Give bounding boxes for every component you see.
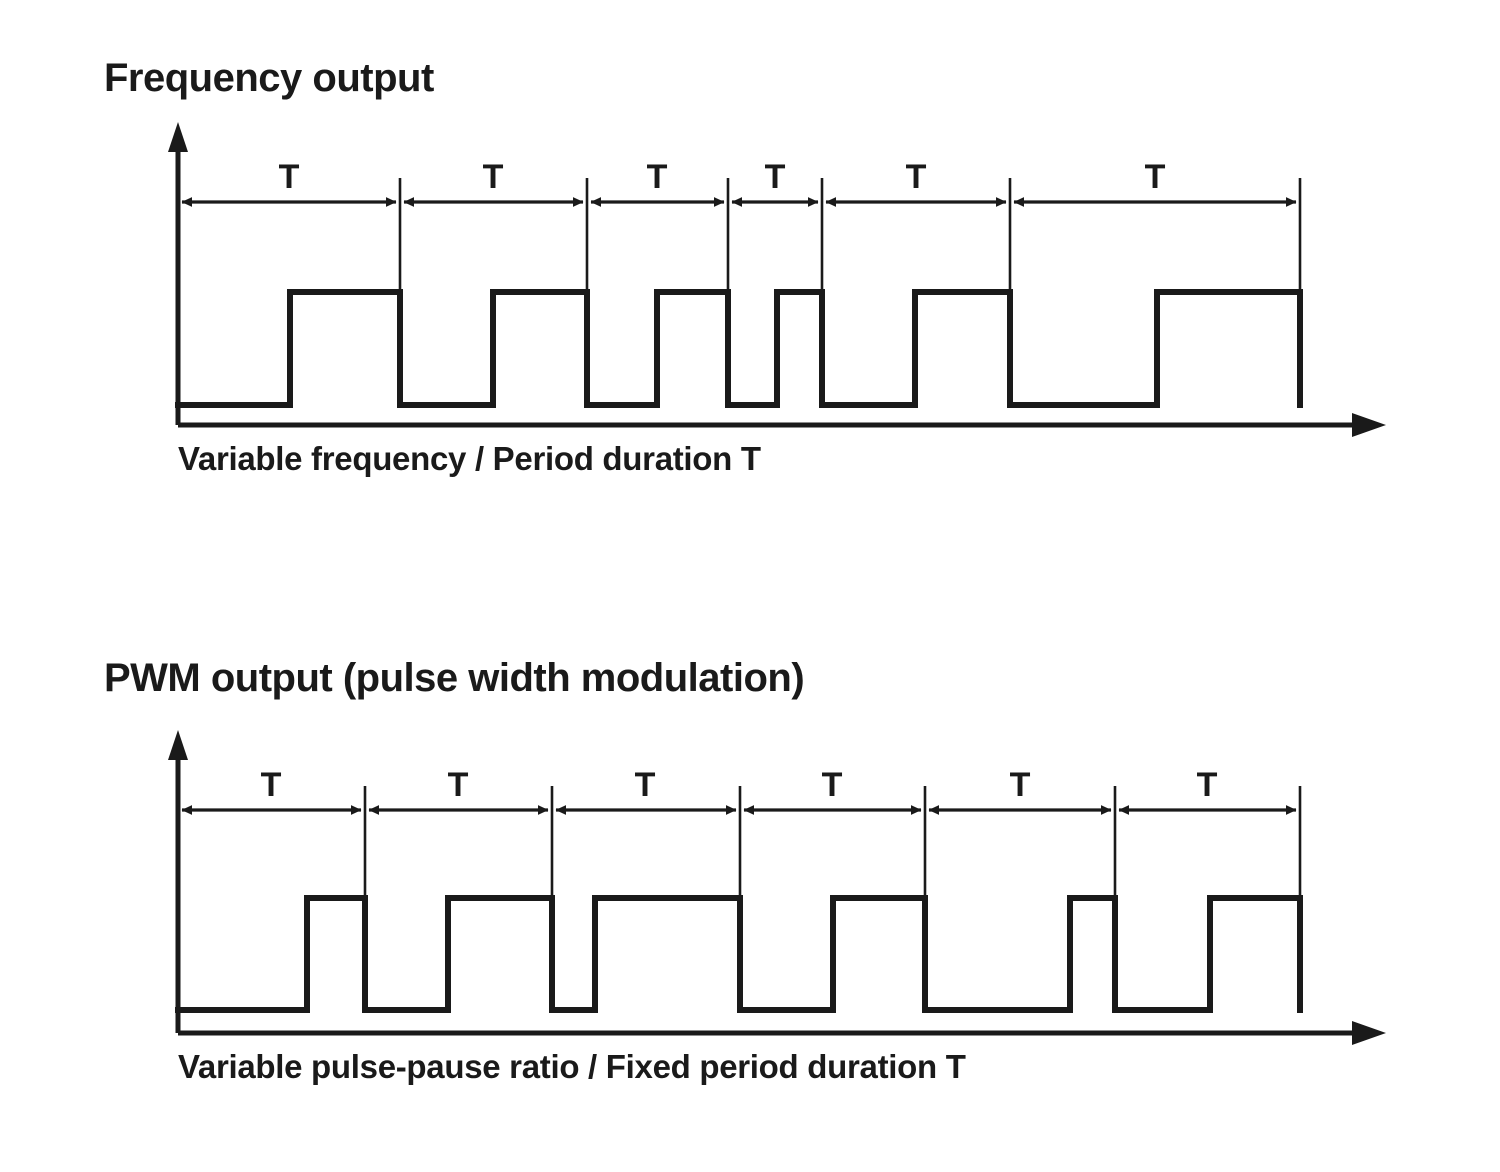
pwm-x-axis bbox=[178, 1021, 1386, 1045]
frequency-y-axis bbox=[168, 122, 188, 425]
period-label-t: T bbox=[261, 766, 282, 804]
period-label-t: T bbox=[1010, 766, 1031, 804]
period-label-t: T bbox=[1145, 158, 1166, 196]
frequency-waveform-trace bbox=[175, 289, 1303, 408]
period-label-t: T bbox=[906, 158, 927, 196]
period-label-t: T bbox=[635, 766, 656, 804]
pwm-output-plot-canvas: T T T T T T bbox=[168, 730, 1386, 1045]
x-axis-arrow-icon bbox=[1352, 413, 1386, 437]
frequency-panel-title: Frequency output bbox=[104, 56, 434, 100]
period-label-t: T bbox=[1197, 766, 1218, 804]
frequency-output-panel: Frequency output bbox=[0, 0, 1500, 520]
period-label-t: T bbox=[279, 158, 300, 196]
period-label-t: T bbox=[822, 766, 843, 804]
pwm-panel-title: PWM output (pulse width modulation) bbox=[104, 656, 805, 700]
pwm-output-panel: PWM output (pulse width modulation) bbox=[0, 600, 1500, 1120]
y-axis-arrow-icon bbox=[168, 730, 188, 760]
period-label-t: T bbox=[765, 158, 786, 196]
y-axis-arrow-icon bbox=[168, 122, 188, 152]
period-label-t: T bbox=[483, 158, 504, 196]
frequency-panel-caption: Variable frequency / Period duration T bbox=[178, 440, 761, 477]
pwm-waveform-trace bbox=[175, 895, 1303, 1013]
period-label-t: T bbox=[647, 158, 668, 196]
pwm-period-labels: T T T T T T bbox=[261, 766, 1218, 804]
frequency-x-axis bbox=[178, 413, 1386, 437]
pwm-panel-caption: Variable pulse-pause ratio / Fixed perio… bbox=[178, 1048, 966, 1085]
x-axis-arrow-icon bbox=[1352, 1021, 1386, 1045]
frequency-period-labels: T T T T T T bbox=[279, 158, 1166, 196]
pwm-y-axis bbox=[168, 730, 188, 1033]
frequency-output-plot: T T T T T T bbox=[168, 122, 1386, 437]
period-label-t: T bbox=[448, 766, 469, 804]
